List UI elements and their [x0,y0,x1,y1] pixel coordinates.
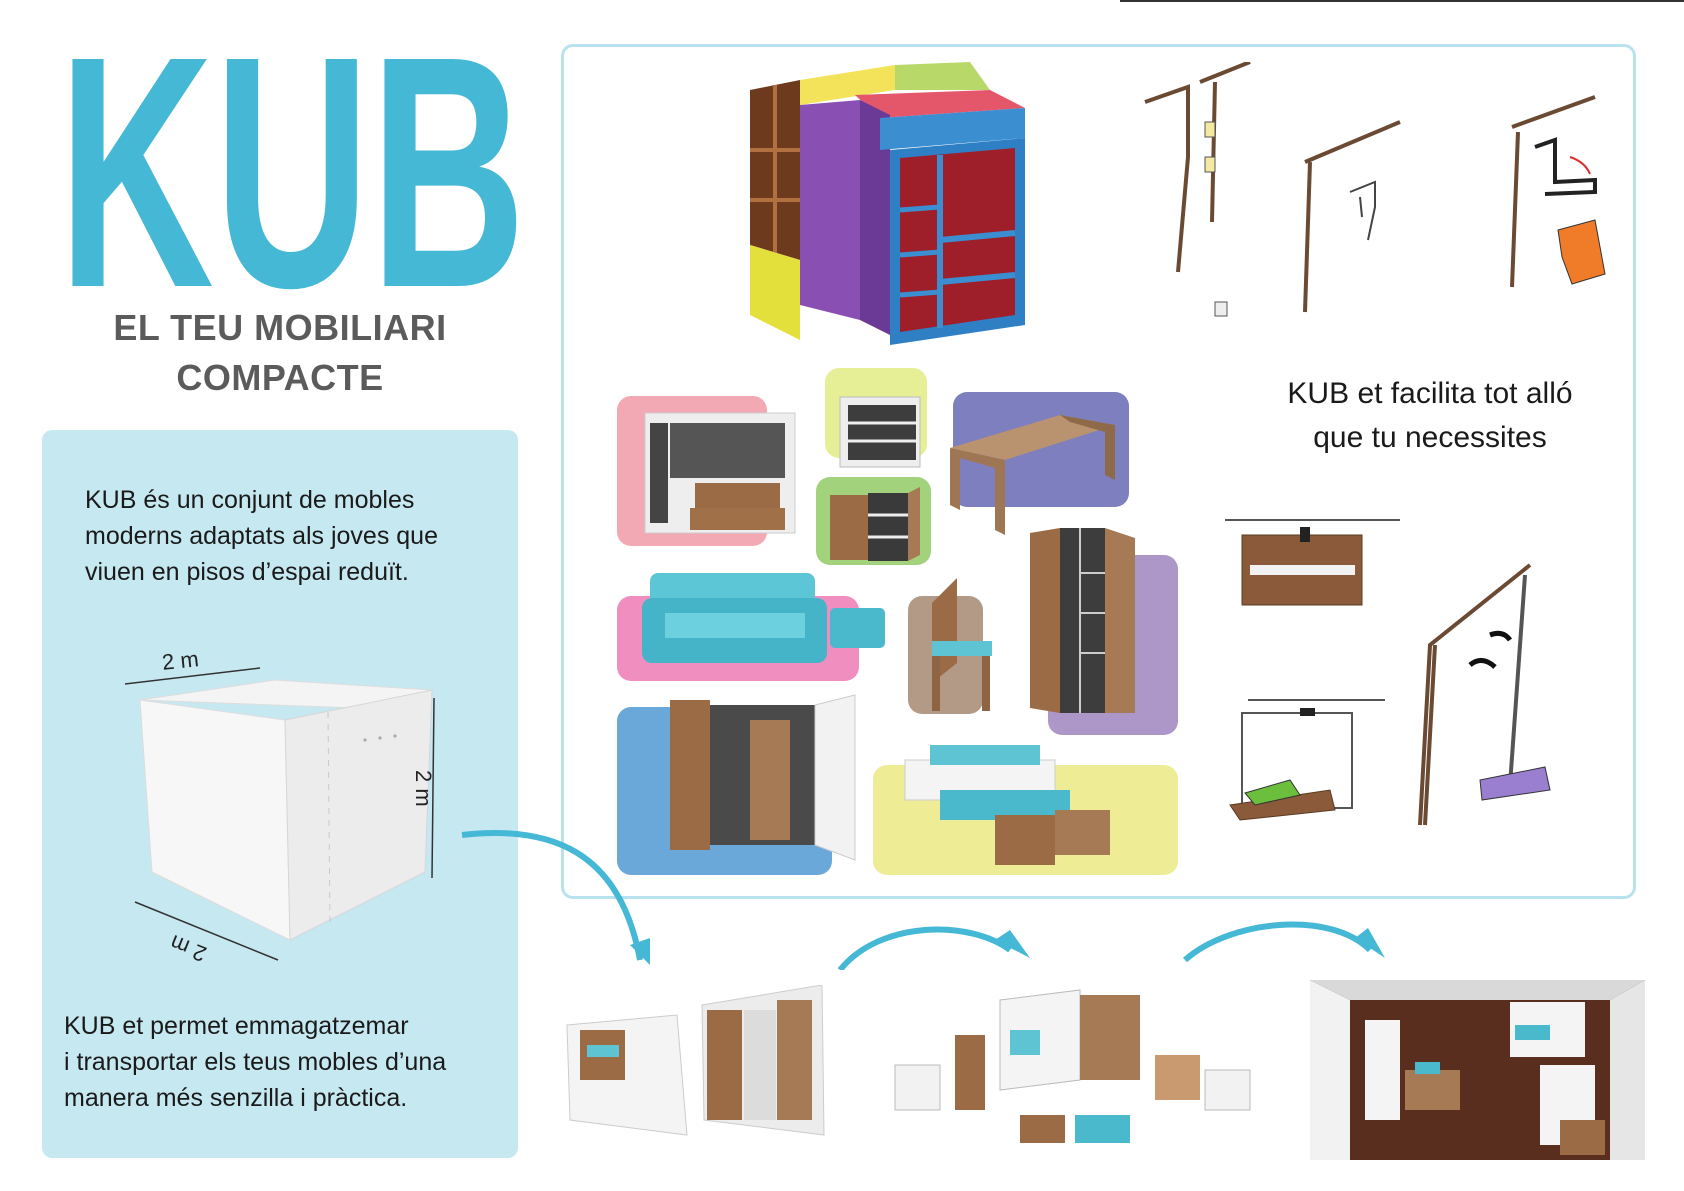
sequence-arrows [461,830,1385,970]
wall-hooks-icon [1470,633,1510,667]
hinge-note-icon [1205,122,1215,137]
closet-render [670,694,856,861]
kub-logo: KUB [58,40,528,300]
arrow-2-icon [837,926,1012,970]
transport-text: KUB et permet emmagatzemar i transportar… [64,1008,514,1116]
door-frame-sketch-2 [1305,122,1400,312]
intro-text: KUB és un conjunt de mobles moderns adap… [85,482,505,590]
folding-chair-render [932,578,992,711]
arrow-3-icon [1183,921,1373,963]
logo-text: KUB [58,40,526,300]
dimension-right-label: 2 m [411,770,436,807]
wardrobe-render [1030,528,1135,713]
tagline-line-2: que tu necessites [1313,421,1547,454]
closed-cube-illustration [124,667,435,961]
sofa-render [642,573,885,663]
cube-knob-2 [378,736,382,740]
transport-line-3: manera més senzilla i pràctica. [64,1084,408,1112]
cube-yellow-top [800,65,895,105]
brand-subtitle: EL TEU MOBILIARI COMPACTE [60,303,500,403]
cube-blue-top [880,108,1025,150]
tagline: KUB et facilita tot alló que tu necessit… [1230,372,1630,460]
hanger-hook-icon [1535,140,1595,194]
open-shelf-render [839,396,921,468]
top-rule [1120,0,1684,2]
tagline-line-1: KUB et facilita tot alló [1287,377,1573,410]
cube-purple-side [860,100,890,335]
exploded-cube-render [750,62,1025,345]
cube-side-face [284,689,433,941]
right-dimension-line [431,697,435,879]
unfolded-furniture-render [894,989,1251,1143]
intro-line-3: viuen en pisos d’espai reduït. [85,558,409,586]
bag-icon [1557,219,1606,285]
broom-head-icon [1479,766,1551,801]
desk-render [950,415,1115,535]
t-hook-icon [1350,182,1375,240]
cube-purple-panel [800,100,860,320]
cube-yellow-panel [750,245,800,340]
furnished-room-render [1310,980,1645,1160]
hanger-sketches [1140,62,1606,362]
broom-handle-icon [1510,575,1525,785]
cube-knob-3 [393,734,397,738]
keyhole-icon [1215,302,1227,316]
cube-opening-render [566,985,825,1136]
dimension-top-label: 2 m [160,646,200,675]
subtitle-line-2: COMPACTE [176,357,384,398]
intro-line-2: moderns adaptats als joves que [85,522,438,550]
small-cabinet-render [830,487,920,561]
door-frame-sketch-4 [1420,565,1530,825]
book-icon [1244,779,1301,806]
cube-knob-1 [363,738,367,742]
top-dimension-line [124,667,261,685]
subtitle-line-1: EL TEU MOBILIARI [113,307,447,348]
storage-sketches [1220,505,1551,835]
cube-green-top [895,62,990,90]
bottom-dimension-line [134,901,279,961]
intro-line-1: KUB és un conjunt de mobles [85,486,415,514]
arrow-1-icon [461,830,643,961]
transport-line-1: KUB et permet emmagatzemar [64,1012,409,1040]
rotate-arrow-icon [1570,157,1590,174]
transport-line-2: i transportar els teus mobles d’una [64,1048,447,1076]
door-frame-sketch-3 [1512,97,1595,287]
door-frame-sketch-1 [1145,87,1188,272]
tv-unit-render [644,412,796,534]
bed-render [904,745,1110,865]
cube-front-face [139,699,291,941]
cube-red-top [855,90,1025,118]
